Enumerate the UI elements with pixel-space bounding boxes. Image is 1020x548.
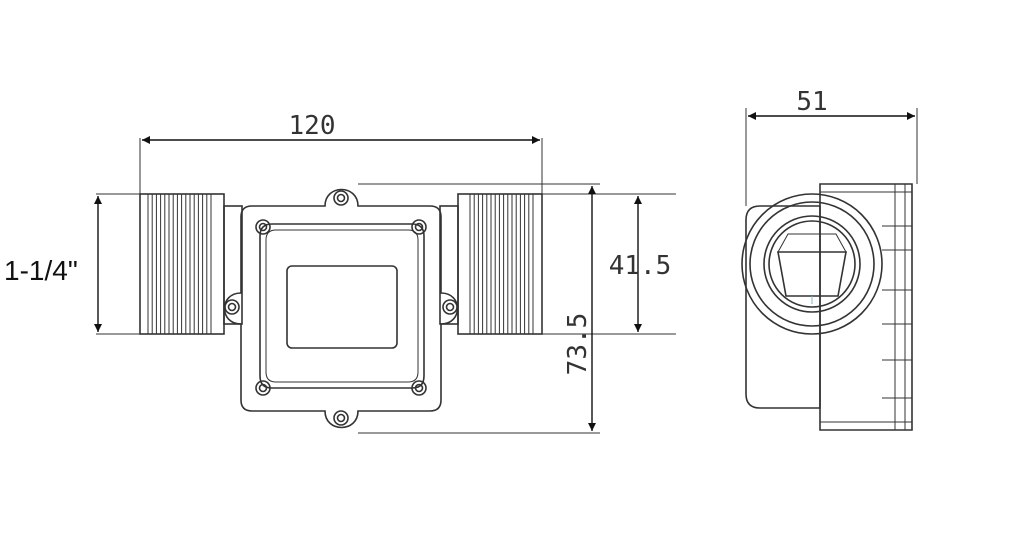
dim-width-label: 51 (796, 87, 827, 117)
right-thread (439, 193, 543, 335)
display-window (286, 265, 398, 349)
inner-plate (259, 223, 425, 389)
screw-holes (224, 190, 458, 426)
dim-inner-height-label: 41.5 (609, 251, 672, 281)
front-view (139, 188, 543, 429)
side-view (741, 183, 913, 431)
thread-size-label: 1-1/4" (4, 255, 78, 286)
left-thread (139, 193, 243, 335)
extension-lines (96, 138, 676, 434)
dim-length-label: 120 (289, 111, 336, 141)
dim-total-height-label: 73.5 (563, 313, 593, 376)
